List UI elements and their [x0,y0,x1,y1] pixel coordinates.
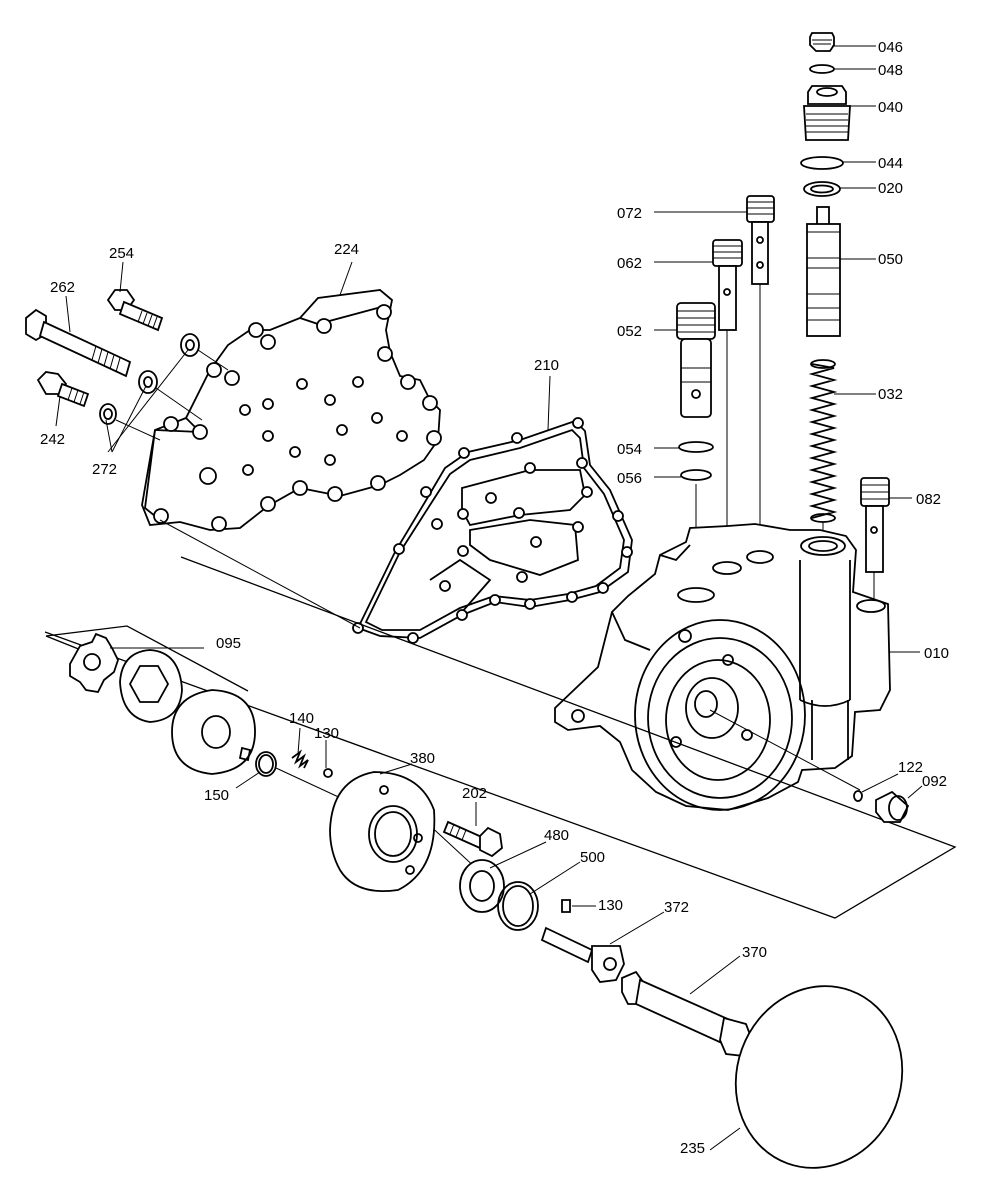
plug-062 [712,239,743,331]
plug-072 [746,195,775,285]
spring-032 [808,359,838,523]
inner-gear-095 [69,632,119,693]
bolt-242 [36,371,90,408]
bearing-plate-095 [171,689,256,775]
label-380: 380 [410,750,435,767]
spool-050 [806,206,841,337]
label-480: 480 [544,827,569,844]
spring-140 [291,749,309,769]
label-272: 272 [92,461,117,478]
label-372: 372 [664,899,689,916]
label-130-upper: 130 [314,725,339,742]
label-262: 262 [50,279,75,296]
label-150: 150 [204,787,229,804]
label-210: 210 [534,357,559,374]
label-095: 095 [216,635,241,652]
coupling-372 [540,926,625,983]
pump-housing-010 [554,523,891,811]
label-046: 046 [878,39,903,56]
label-254: 254 [109,245,134,262]
assembly-lines-cover [115,349,361,629]
label-224: 224 [334,241,359,258]
plug-040 [803,85,851,141]
o-ring-044 [800,156,844,170]
part-labels: 046 048 040 044 020 072 062 050 052 032 … [40,39,949,1157]
bearing-480 [459,859,505,913]
label-130-lower: 130 [598,897,623,914]
label-052: 052 [617,323,642,340]
label-242: 242 [40,431,65,448]
label-082: 082 [916,491,941,508]
label-092: 092 [922,773,947,790]
plug-052 [676,302,716,418]
o-ring-054 [678,441,714,453]
label-010: 010 [924,645,949,662]
label-370: 370 [742,944,767,961]
label-054: 054 [617,441,642,458]
leader-lines [55,45,923,1151]
cover-disc-235 [734,985,904,1169]
o-ring-048 [809,64,835,74]
bolt-262 [25,308,132,378]
label-032: 032 [878,386,903,403]
snap-ring-150 [255,751,277,777]
drive-shaft-370 [621,970,753,1057]
label-062: 062 [617,255,642,272]
key-130-lower [561,899,571,913]
label-050: 050 [878,251,903,268]
ball-130-upper [323,768,333,778]
label-056: 056 [617,470,642,487]
flange-380 [329,771,436,892]
bolt-254 [106,289,164,332]
label-202: 202 [462,785,487,802]
label-020: 020 [878,180,903,197]
label-048: 048 [878,62,903,79]
label-040: 040 [878,99,903,116]
label-122: 122 [898,759,923,776]
gasket-210 [352,417,633,644]
label-140: 140 [289,710,314,727]
washers-272 [99,333,200,425]
bushing-092 [853,790,910,823]
label-235: 235 [680,1140,705,1157]
snap-ring-500 [497,881,539,931]
bolt-202 [442,820,503,858]
plug-046 [809,32,835,52]
label-072: 072 [617,205,642,222]
plug-082 [860,477,890,573]
label-044: 044 [878,155,903,172]
backup-ring-020 [803,181,841,197]
outer-rotor-095 [119,649,183,723]
label-500: 500 [580,849,605,866]
cover-plate-224 [141,289,442,532]
gasket-210-holes [352,417,633,644]
cover-plate-224-holes [153,304,442,532]
o-ring-056 [680,469,712,481]
